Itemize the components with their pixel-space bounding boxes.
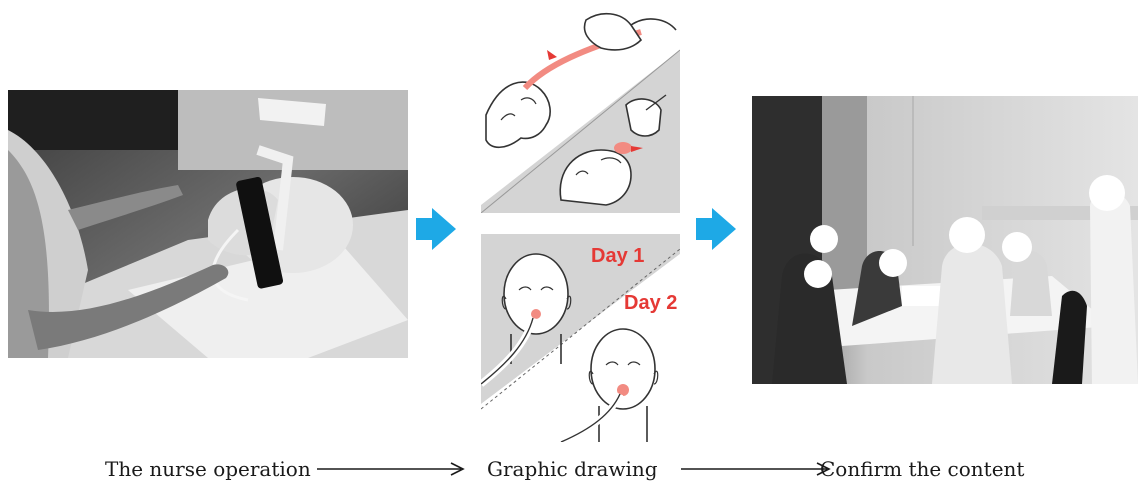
confirm-content-illustration: [752, 96, 1138, 384]
tube-insertion-drawing: [481, 10, 680, 213]
day-comparison-illustration: Day 1 Day 2: [481, 234, 680, 442]
nurse-operation-photo: [8, 90, 408, 358]
confirm-content-photo: [752, 96, 1138, 384]
blue-arrow-right-icon: [696, 208, 736, 250]
day-1-label: Day 1: [591, 245, 644, 267]
day-comparison-drawing: Day 1 Day 2: [481, 234, 680, 442]
flow-arrow-right-icon: [681, 462, 831, 476]
step-caption-graphic-drawing: Graphic drawing: [487, 457, 658, 481]
flow-arrow-right-icon: [317, 462, 465, 476]
step-caption-confirm-content: Confirm the content: [820, 457, 1025, 481]
blue-arrow-right-icon: [416, 208, 456, 250]
nurse-operation-illustration: [8, 90, 408, 358]
step-caption-nurse-operation: The nurse operation: [105, 457, 311, 481]
tube-insertion-illustration: [481, 10, 680, 213]
day-2-label: Day 2: [624, 292, 677, 314]
